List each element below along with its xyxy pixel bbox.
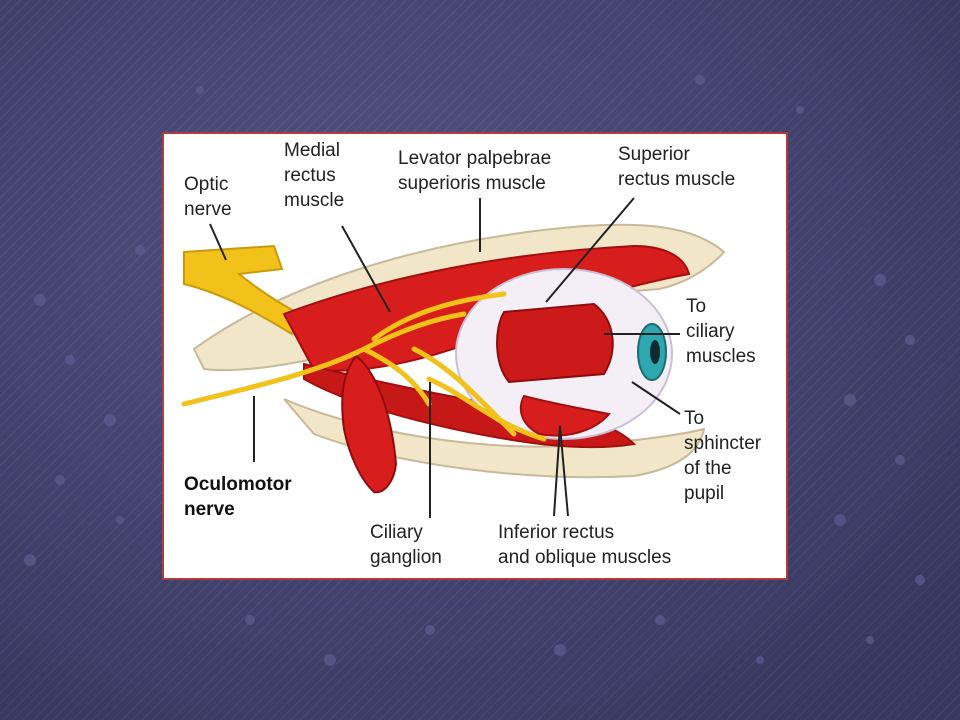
- hanging-muscle: [341, 354, 398, 494]
- label-levator-palpebrae: Levator palpebrae superioris muscle: [398, 148, 552, 194]
- label-optic-nerve: Optic nerve: [184, 174, 232, 220]
- label-sphincter-pupil: To sphincter of the pupil: [684, 408, 762, 504]
- leader-lines: [209, 197, 681, 518]
- label-oculomotor-nerve: Oculomotor nerve: [184, 474, 292, 520]
- orbit-illustration: [181, 197, 726, 518]
- label-medial-rectus: Medial rectus muscle: [284, 140, 345, 211]
- label-ciliary-ganglion: Ciliary ganglion: [370, 522, 442, 568]
- lower-eye-muscle: [519, 394, 611, 437]
- label-ciliary-muscles: To ciliary muscles: [686, 296, 756, 367]
- oculomotor-branches: [181, 291, 547, 442]
- anatomy-figure: Optic nerve Medial rectus muscle Levator…: [162, 132, 788, 580]
- label-superior-rectus: Superior rectus muscle: [618, 144, 736, 190]
- pupil: [650, 340, 660, 364]
- eye-muscle-insertion: [496, 302, 614, 384]
- lower-orbital-bone: [283, 398, 706, 479]
- label-inferior-oblique: Inferior rectus and oblique muscles: [498, 522, 672, 568]
